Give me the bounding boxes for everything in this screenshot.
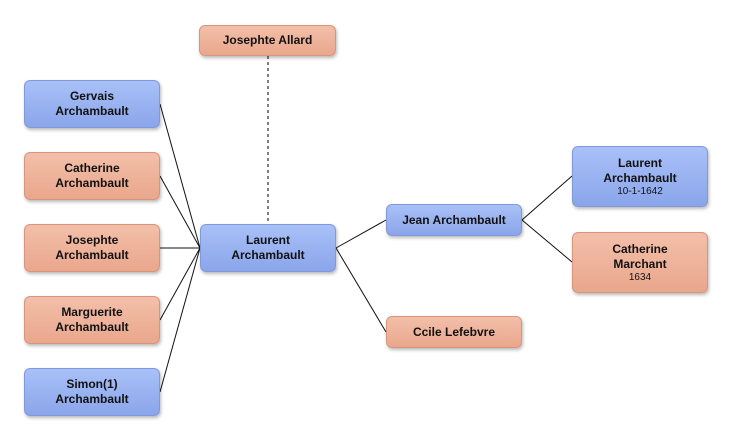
- child-link-simon: [159, 247, 201, 393]
- spouse-link-ccile: [335, 247, 387, 333]
- person-name: Ccile Lefebvre: [412, 324, 496, 339]
- person-josephte-archambault[interactable]: Josephte Archambault: [24, 224, 160, 272]
- person-name: Jean Archambault: [402, 212, 506, 227]
- person-date: 1634: [628, 271, 652, 283]
- person-catherine-marchant[interactable]: Catherine Marchant 1634: [572, 232, 708, 293]
- person-ccile-lefebvre[interactable]: Ccile Lefebvre: [386, 316, 522, 348]
- person-name: Josephte Allard: [222, 33, 313, 47]
- person-name: Laurent Archambault: [603, 155, 677, 185]
- person-simon-archambault[interactable]: Simon(1) Archambault: [24, 368, 160, 416]
- person-name: Gervais Archambault: [55, 89, 129, 118]
- person-josephte-allard[interactable]: Josephte Allard: [199, 25, 336, 56]
- child-link-gervais: [159, 103, 201, 249]
- parent-link-catherine-marchant: [521, 219, 573, 263]
- person-name: Catherine Archambault: [55, 161, 129, 190]
- person-name: Catherine Marchant: [612, 241, 668, 271]
- person-name: Laurent Archambault: [231, 233, 305, 262]
- person-marguerite-archambault[interactable]: Marguerite Archambault: [24, 296, 160, 344]
- person-laurent-archambault-father[interactable]: Laurent Archambault 10-1-1642: [572, 146, 708, 207]
- child-link-catherine: [159, 175, 201, 249]
- parent-link-jean: [335, 219, 387, 249]
- person-name: Simon(1) Archambault: [55, 377, 129, 406]
- child-link-marguerite: [159, 247, 201, 321]
- person-name: Josephte Archambault: [55, 233, 129, 262]
- person-catherine-archambault[interactable]: Catherine Archambault: [24, 152, 160, 200]
- person-date: 10-1-1642: [617, 185, 663, 197]
- person-gervais-archambault[interactable]: Gervais Archambault: [24, 80, 160, 128]
- person-laurent-archambault-center[interactable]: Laurent Archambault: [200, 224, 336, 272]
- person-name: Marguerite Archambault: [55, 305, 129, 334]
- person-jean-archambault[interactable]: Jean Archambault: [386, 204, 522, 236]
- parent-link-laurent-father: [521, 175, 573, 221]
